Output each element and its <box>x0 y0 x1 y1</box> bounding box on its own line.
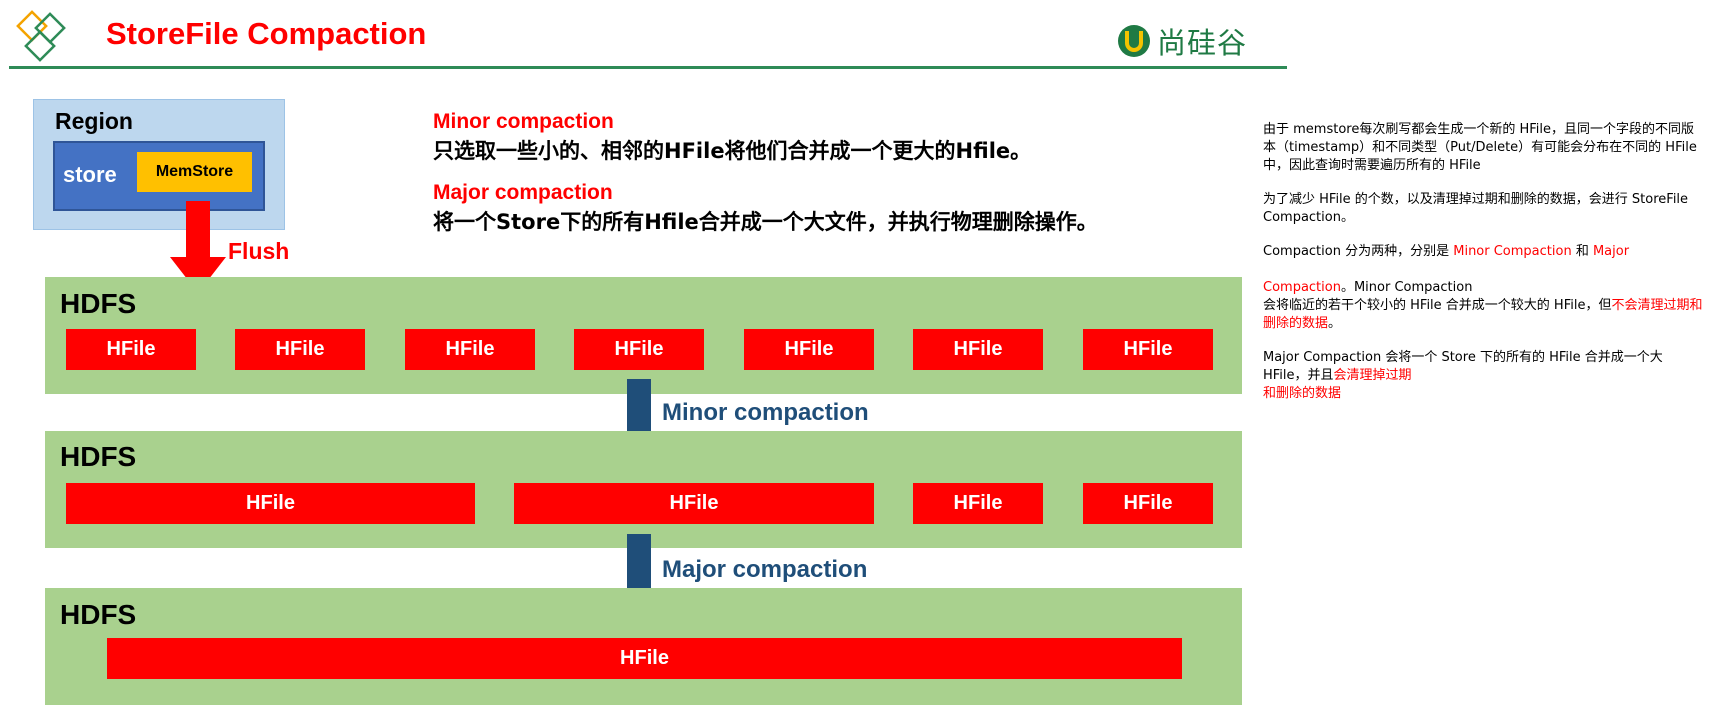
note-paragraph-2: 为了减少 HFile 的个数，以及清理掉过期和删除的数据，会进行 StoreFi… <box>1263 192 1689 225</box>
title-divider <box>9 66 1287 69</box>
hfile-block: HFile <box>107 638 1182 679</box>
note-highlight: Major <box>1592 244 1630 259</box>
brand-logo: 尚硅谷 <box>1117 20 1247 62</box>
hfile-block: HFile <box>235 329 365 370</box>
note-paragraph-1: 由于 memstore每次刷写都会生成一个新的 HFile，且同一个字段的不同版… <box>1263 122 1697 173</box>
hfile-block: HFile <box>913 483 1043 524</box>
minor-compaction-title: Minor compaction <box>433 110 614 133</box>
store-label: store <box>63 162 117 187</box>
brand-name: 尚硅谷 <box>1157 26 1248 60</box>
hfile-block: HFile <box>574 329 704 370</box>
hfile-block: HFile <box>1083 329 1213 370</box>
note-highlight: Minor Compaction <box>1453 244 1572 259</box>
note-highlight: 和删除的数据 <box>1263 386 1342 401</box>
hdfs-label: HDFS <box>60 288 137 319</box>
note-text: 。Minor Compaction <box>1340 280 1473 295</box>
brand-u-icon <box>1118 25 1150 57</box>
page-title: StoreFile Compaction <box>106 16 427 51</box>
note-text: Compaction 分为两种，分别是 <box>1263 244 1454 259</box>
note-text: Major Compaction 会将一个 Store 下的所有的 HFile … <box>1263 350 1663 383</box>
major-compaction-arrow-label: Major compaction <box>662 556 868 583</box>
note-text: 。 <box>1328 316 1342 331</box>
major-compaction-title: Major compaction <box>433 181 613 204</box>
note-highlight: Compaction <box>1263 280 1341 295</box>
hfile-block: HFile <box>66 329 196 370</box>
minor-compaction-text: 只选取一些小的、相邻的HFile将他们合并成一个更大的Hfile。 <box>433 139 1032 163</box>
hdfs-label: HDFS <box>60 441 137 472</box>
hdfs-label: HDFS <box>60 599 137 630</box>
note-text: 和 <box>1571 244 1593 259</box>
flush-label: Flush <box>228 238 290 264</box>
logo-diamonds-icon <box>16 10 66 62</box>
note-text: 会将临近的若干个较小的 HFile 合并成一个较大的 HFile，但 <box>1263 298 1612 313</box>
hfile-block: HFile <box>744 329 874 370</box>
note-paragraph-3: Compaction 分为两种，分别是 Minor Compaction 和 M… <box>1263 243 1703 261</box>
hfile-block: HFile <box>405 329 535 370</box>
notes-panel: 由于 memstore每次刷写都会生成一个新的 HFile，且同一个字段的不同版… <box>1263 121 1703 419</box>
hfile-block: HFile <box>514 483 874 524</box>
memstore-box: MemStore <box>137 152 252 192</box>
hfile-block: HFile <box>913 329 1043 370</box>
minor-compaction-arrow-label: Minor compaction <box>662 399 869 426</box>
flush-arrow-icon <box>170 201 226 293</box>
note-highlight: 不会清理过期和删除的数据 <box>1263 298 1703 331</box>
note-highlight: 会清理掉过期 <box>1333 368 1412 383</box>
region-label: Region <box>55 108 133 134</box>
hfile-block: HFile <box>66 483 475 524</box>
note-paragraph-5: Major Compaction 会将一个 Store 下的所有的 HFile … <box>1263 349 1703 403</box>
note-paragraph-4: Compaction。Minor Compaction 会将临近的若干个较小的 H… <box>1263 279 1703 333</box>
major-compaction-text: 将一个Store下的所有Hfile合并成一个大文件，并执行物理删除操作。 <box>433 210 1098 234</box>
hfile-block: HFile <box>1083 483 1213 524</box>
